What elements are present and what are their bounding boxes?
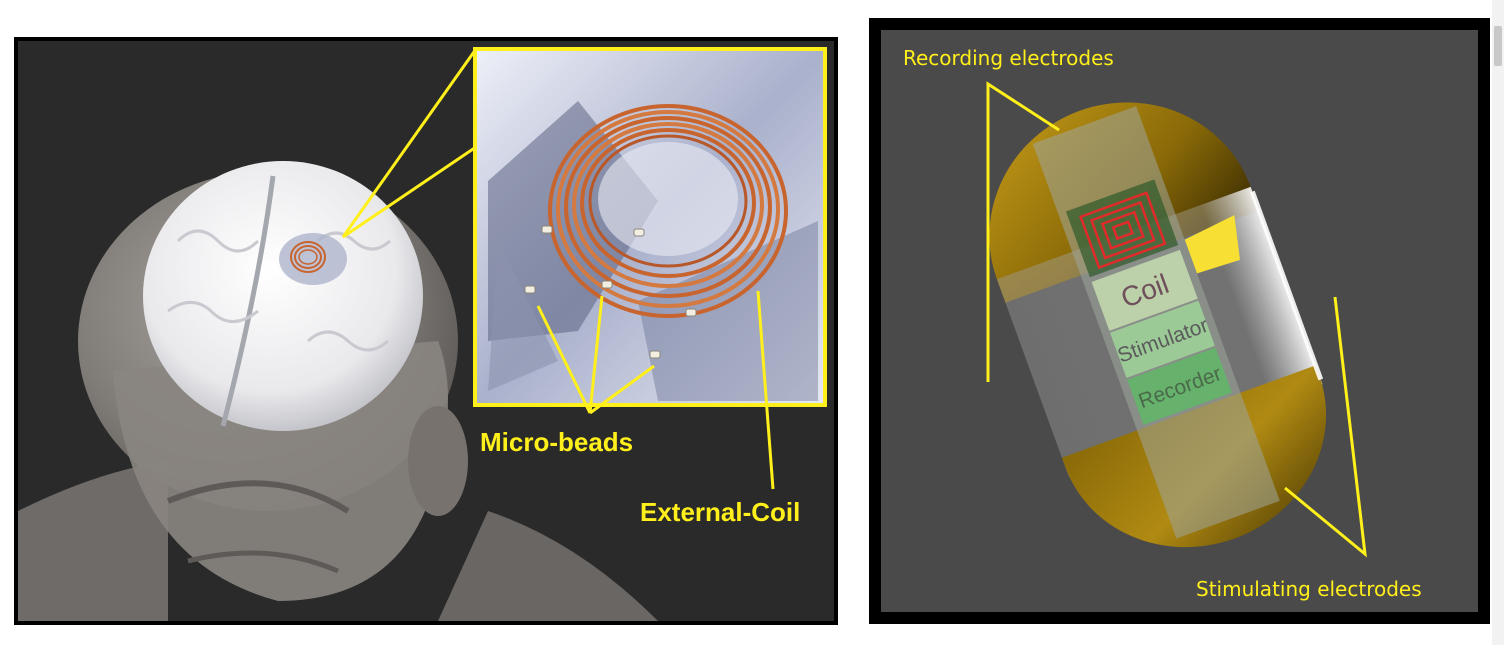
capsule-implant-figure: Coil Stimulator Recorder Recording elect… [869,18,1490,624]
micro-bead-markers [524,225,697,359]
coil-inset [473,47,827,407]
stimulating-electrodes-label: Stimulating electrodes [1196,577,1422,601]
brain-implant-figure: Micro-beads External-Coil [14,37,838,625]
brain [143,161,423,431]
recorder-block [1127,347,1232,425]
external-coil-pointer-line [756,290,775,490]
recording-pointer-lines [986,81,1060,382]
micro-beads-pointer-lines [536,295,655,415]
vertical-scrollbar[interactable] [1492,0,1504,645]
copper-coil-spiral [548,104,788,318]
coil-block [1091,249,1198,331]
recording-electrodes-label: Recording electrodes [903,46,1114,70]
implanted-coil [290,241,326,273]
external-coil-label: External-Coil [640,497,801,527]
stimulator-block [1110,300,1215,378]
capsule-illustration: Coil Stimulator Recorder [881,30,1478,612]
coil-chip [1079,191,1167,270]
stimulating-pointer-lines [1284,296,1367,558]
capsule-body: Coil Stimulator Recorder [989,102,1327,548]
zoom-callout-lines [341,48,478,239]
scrollbar-thumb[interactable] [1494,26,1502,66]
highlight-patch [1184,215,1240,274]
brain-implant-illustration [18,47,827,621]
micro-beads-label: Micro-beads [480,427,634,457]
